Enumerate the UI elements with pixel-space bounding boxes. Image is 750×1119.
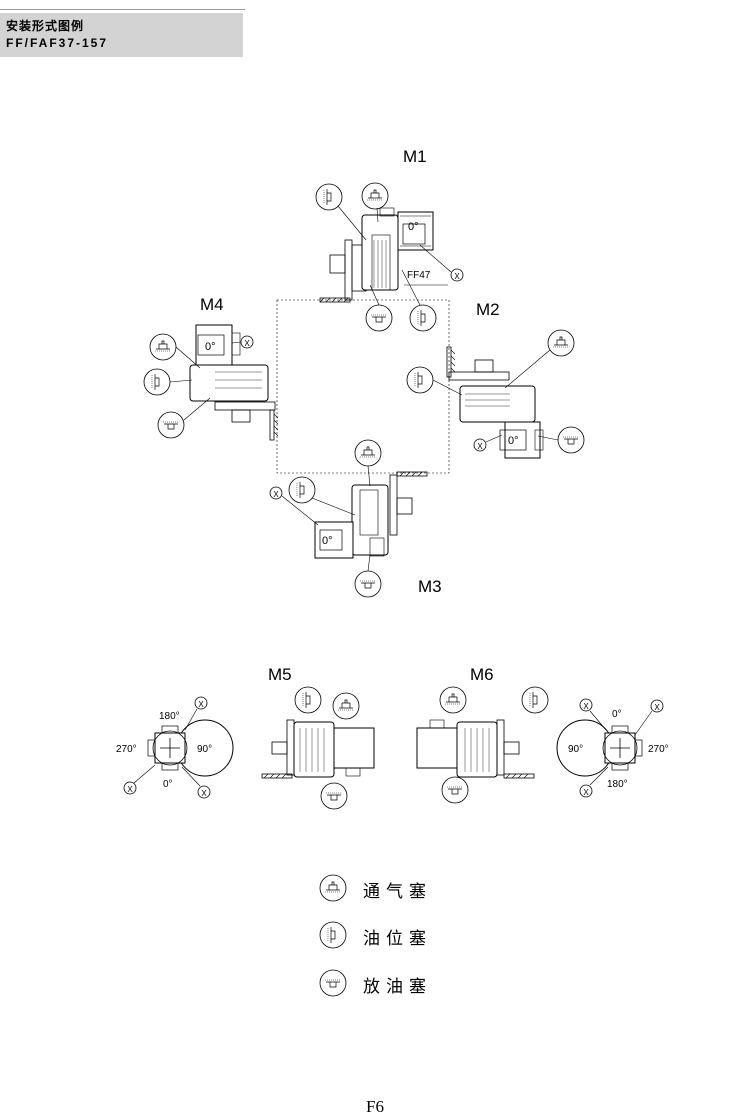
m1-breather-plug-icon xyxy=(361,182,389,210)
m2-breather-plug-icon xyxy=(547,329,575,357)
page-title: 安装形式图例 xyxy=(6,19,85,33)
m5-angle-180: 180° xyxy=(159,711,180,722)
breather-plug-icon xyxy=(319,874,347,902)
m5-x-left-label: X xyxy=(127,785,133,794)
m3-oil-level-plug-icon xyxy=(288,476,316,504)
m6-side-view xyxy=(416,719,535,779)
m2-terminal-x: X xyxy=(477,442,483,451)
m4-breather-plug-icon xyxy=(149,333,177,361)
label-m2: M2 xyxy=(476,300,500,319)
page-number: F6 xyxy=(366,1097,384,1116)
oil-level-plug-icon xyxy=(319,921,347,949)
m6-angle-0: 0° xyxy=(612,709,622,720)
label-m6: M6 xyxy=(470,665,494,684)
legend-label-oil-level: 油位塞 xyxy=(363,929,432,949)
label-m4: M4 xyxy=(200,295,224,314)
m1-oil-level-plug-bottom-icon xyxy=(409,304,437,332)
m6-x-top-label: X xyxy=(583,702,589,711)
m2-drain-plug-icon xyxy=(557,426,585,454)
m5-end-view xyxy=(147,719,234,777)
m5-angle-0: 0° xyxy=(163,779,173,790)
m5-x-top-label: X xyxy=(198,700,204,709)
m5-angle-90: 90° xyxy=(197,744,212,755)
m6-x-right-label: X xyxy=(654,703,660,712)
legend-label-drain: 放油塞 xyxy=(363,977,432,997)
m6-angle-180: 180° xyxy=(607,779,628,790)
m6-breather-plug-icon xyxy=(439,686,467,714)
m4-gearmotor xyxy=(189,324,279,441)
m5-angle-270: 270° xyxy=(116,744,137,755)
m1-drain-plug-icon xyxy=(365,304,393,332)
model-label: FF47 xyxy=(407,270,431,281)
legend-label-breather: 通气塞 xyxy=(363,882,432,902)
m5-x-right-label: X xyxy=(201,789,207,798)
m6-end-view xyxy=(556,719,643,777)
m6-angle-270: 270° xyxy=(648,744,669,755)
page-subtitle: FF/FAF37-157 xyxy=(6,36,109,50)
drain-plug-icon xyxy=(319,969,347,997)
label-m3: M3 xyxy=(418,577,442,596)
label-m5: M5 xyxy=(268,665,292,684)
m1-angle-0: 0° xyxy=(408,221,419,233)
header-rule xyxy=(0,9,245,10)
m2-oil-level-plug-icon xyxy=(406,366,434,394)
m3-terminal-x: X xyxy=(273,490,279,499)
m5-drain-plug-icon xyxy=(320,782,348,810)
m2-angle-0: 0° xyxy=(508,435,519,447)
m3-angle-0: 0° xyxy=(322,535,333,547)
m4-angle-0: 0° xyxy=(205,341,216,353)
m5-oil-level-plug-icon xyxy=(294,686,322,714)
label-m1: M1 xyxy=(403,147,427,166)
m3-breather-plug-icon xyxy=(354,439,382,467)
m3-drain-plug-icon xyxy=(354,570,382,598)
m5-side-view xyxy=(261,719,375,779)
m6-oil-level-plug-icon xyxy=(521,686,549,714)
m4-drain-plug-icon xyxy=(157,411,185,439)
m3-gearmotor xyxy=(314,471,428,559)
m5-breather-plug-icon xyxy=(332,692,360,720)
mounting-frame xyxy=(276,299,450,474)
header-box: 安装形式图例 FF/FAF37-157 xyxy=(0,13,243,57)
m4-terminal-x: X xyxy=(244,339,250,348)
m4-oil-level-plug-icon xyxy=(143,368,171,396)
m2-gearmotor xyxy=(446,346,544,459)
m6-angle-90: 90° xyxy=(568,744,583,755)
m1-gearmotor xyxy=(319,207,448,303)
m6-drain-plug-icon xyxy=(441,776,469,804)
m1-terminal-x: X xyxy=(454,272,460,281)
m6-x-bottom-label: X xyxy=(583,788,589,797)
